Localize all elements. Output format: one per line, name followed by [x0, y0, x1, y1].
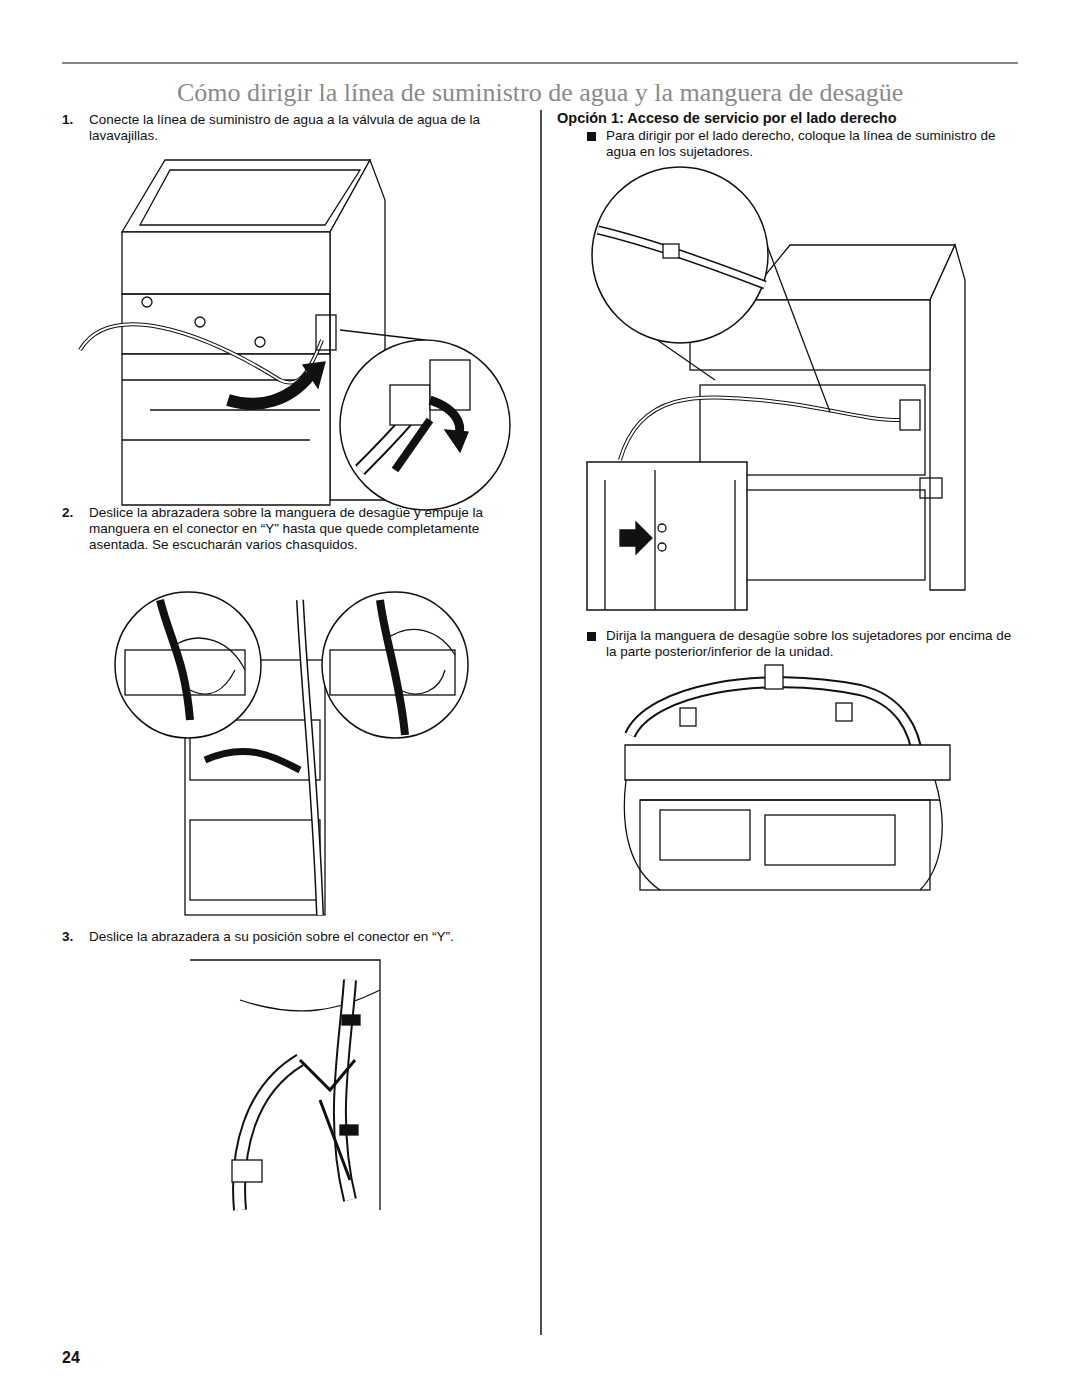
step-number: 2.	[62, 505, 87, 521]
page-title: Cómo dirigir la línea de suministro de a…	[177, 78, 903, 108]
dishwasher-drawing	[80, 160, 510, 510]
y-connector-drawing	[190, 960, 380, 1210]
drain-hose-drawing	[115, 592, 468, 915]
step-text: Deslice la abrazadera a su posición sobr…	[89, 929, 534, 945]
step-text: Conecte la línea de suministro de agua a…	[89, 112, 521, 144]
step-number: 3.	[62, 929, 87, 945]
step-text: Deslice la abrazadera sobre la manguera …	[89, 505, 521, 553]
bullet-text: Para dirigir por el lado derecho, coloqu…	[606, 128, 1011, 160]
right-side-routing-drawing	[587, 167, 965, 610]
step-number: 1.	[62, 112, 87, 128]
bullet-text: Dirija la manguera de desagüe sobre los …	[606, 628, 1018, 660]
page-number: 24	[62, 1350, 102, 1366]
section-heading: Opción 1: Acceso de servicio por el lado…	[557, 110, 1022, 126]
drain-hose-routing-drawing	[624, 665, 950, 890]
